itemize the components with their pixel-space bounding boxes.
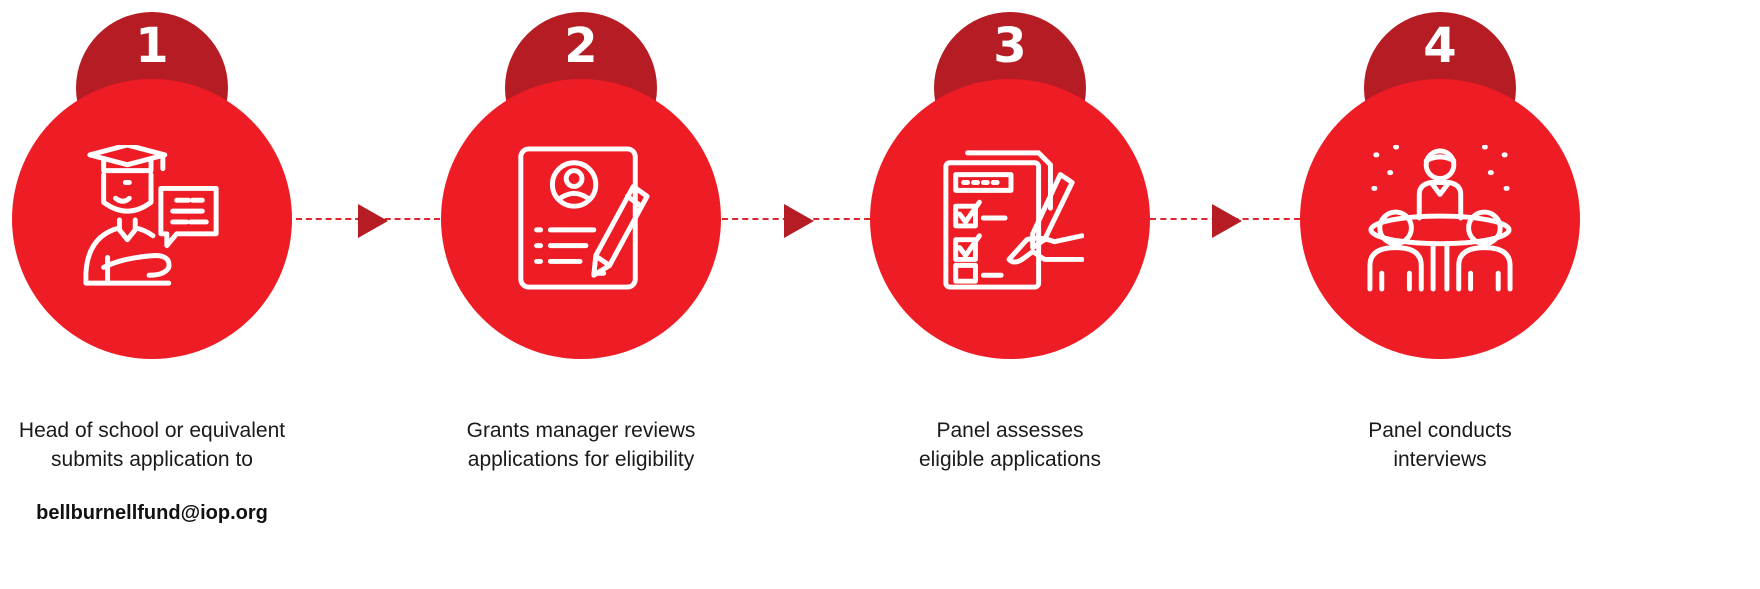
step-2: 2 Grants manager reviews applications fo…: [429, 0, 749, 589]
step-caption: Panel assesses eligible applications: [858, 416, 1162, 474]
caption-line: Panel assesses: [936, 419, 1084, 442]
caption-line: interviews: [1393, 448, 1487, 471]
connector-1: [296, 204, 440, 238]
connector-2: [722, 204, 870, 238]
step-number: 2: [564, 18, 598, 74]
step-number: 3: [993, 18, 1027, 74]
step-caption: Panel conducts interviews: [1288, 416, 1592, 474]
checklist-hand-pen-icon: [936, 145, 1084, 293]
step-1: 1 Head of school or equivalent: [0, 0, 320, 589]
arrow-right-icon: [1212, 204, 1242, 238]
email-address: bellburnellfund@iop.org: [36, 502, 268, 524]
step-circle: [441, 79, 721, 359]
step-circle: [12, 79, 292, 359]
step-number: 1: [135, 18, 169, 74]
graduate-with-speech-bubble-icon: [78, 145, 226, 293]
step-number: 4: [1423, 18, 1457, 74]
step-4: 4: [1288, 0, 1608, 589]
caption-line: submits application to: [51, 448, 253, 471]
step-circle: [1300, 79, 1580, 359]
caption-line: applications for eligibility: [467, 448, 695, 471]
step-caption: Head of school or equivalent submits app…: [0, 416, 304, 474]
arrow-right-icon: [358, 204, 388, 238]
caption-line: Panel conducts: [1368, 419, 1512, 442]
connector-3: [1150, 204, 1300, 238]
document-profile-pencil-icon: [507, 145, 655, 293]
caption-line: Grants manager reviews: [466, 419, 696, 442]
caption-line: Head of school or equivalent: [18, 419, 286, 442]
step-circle: [870, 79, 1150, 359]
step-caption: Grants manager reviews applications for …: [429, 416, 733, 474]
step-3: 3 Panel assesses eligible applications: [858, 0, 1178, 589]
caption-line: eligible applications: [918, 448, 1102, 471]
arrow-right-icon: [784, 204, 814, 238]
round-table-interview-icon: [1366, 145, 1514, 293]
